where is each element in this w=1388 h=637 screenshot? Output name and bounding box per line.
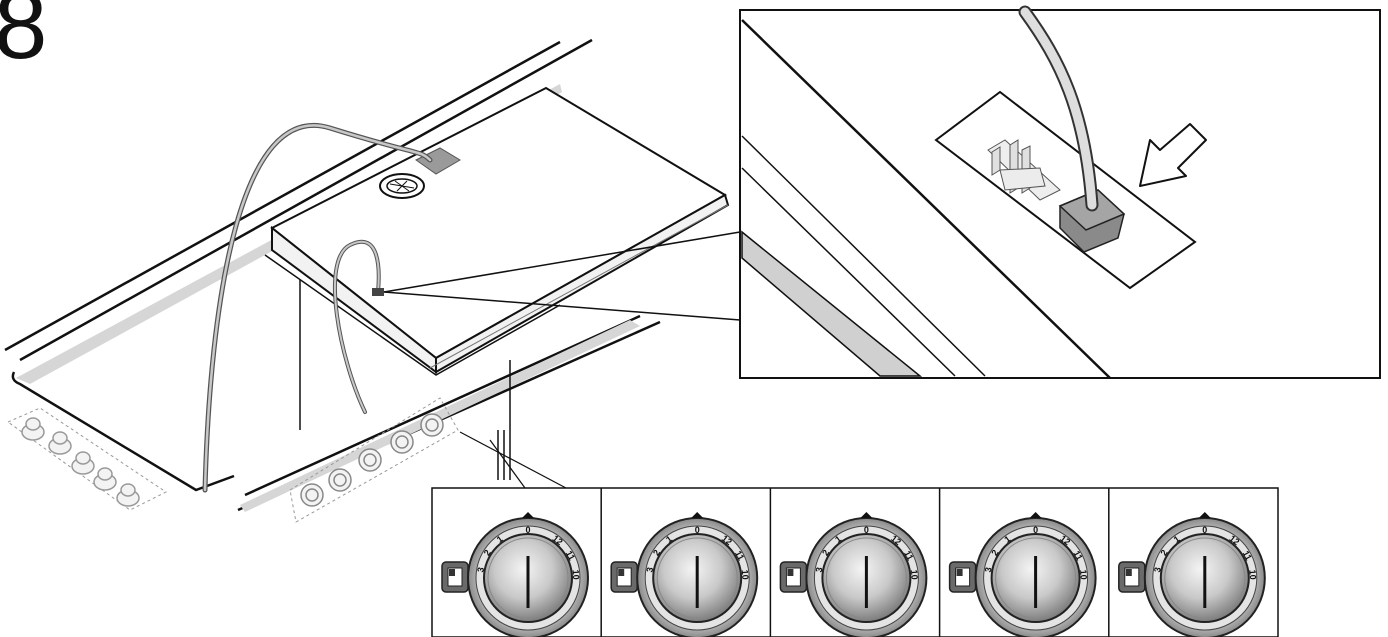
knob-indicator-tab <box>948 561 977 593</box>
knob-scale-label: 12 <box>889 533 903 547</box>
cutout-interior <box>299 280 511 480</box>
connector-small <box>372 288 384 296</box>
cooktop <box>264 86 730 376</box>
knob-group-faded-left <box>6 407 167 511</box>
knob-scale-label: 2 <box>1159 548 1170 558</box>
knob-scale-label: 0 <box>695 525 700 535</box>
knob-callout-lines <box>459 431 567 489</box>
knob-scale-label: 11 <box>733 549 746 562</box>
knob-group-front <box>289 397 459 523</box>
step-number: 8 <box>0 0 48 79</box>
knob-scale-label: 12 <box>1058 533 1072 547</box>
knob-indicator-tab <box>779 561 808 593</box>
knob-scale-label: 3 <box>645 566 656 573</box>
knob-scale-label: 0 <box>525 525 530 535</box>
knob-scale-label: 3 <box>814 566 825 573</box>
knob-scale-label: 12 <box>551 533 565 547</box>
knob-scale-label: 1 <box>1002 534 1012 545</box>
knob-scale-label: 3 <box>983 566 994 573</box>
knob-scale-label: 10 <box>909 569 920 580</box>
knob-scale-label: 2 <box>820 548 831 558</box>
knob-scale-label: 3 <box>475 566 486 573</box>
knob-scale-label: 3 <box>1152 566 1163 573</box>
knob-scale-label: 2 <box>482 548 493 558</box>
knob-scale-label: 0 <box>864 525 869 535</box>
knob-scale-label: 12 <box>720 533 734 547</box>
knob-indicator-tab <box>610 561 638 593</box>
knob-scale-label: 11 <box>1241 549 1254 562</box>
knob-scale-label: 10 <box>1247 569 1258 580</box>
knob-indicator-tab <box>1118 561 1146 593</box>
knob-scale-label: 2 <box>651 548 662 558</box>
knob-scale-label: 2 <box>989 548 1000 558</box>
knob-scale-label: 0 <box>1033 525 1038 535</box>
brand-seal-icon <box>379 173 425 199</box>
detail-callout-lines <box>383 231 741 321</box>
knob-scale-label: 1 <box>833 534 843 545</box>
detail-inset <box>739 5 1381 379</box>
knob-scale-label: 11 <box>902 549 915 562</box>
knob-scale-label: 10 <box>740 569 751 580</box>
knob-scale-label: 1 <box>1172 534 1182 545</box>
knob-scale-label: 1 <box>495 534 505 545</box>
knob-indicator-tab <box>441 561 469 593</box>
knob-scale-label: 11 <box>1071 549 1084 562</box>
knob-scale-label: 12 <box>1227 533 1241 547</box>
knob-scale-label: 11 <box>564 549 577 562</box>
knob-scale-label: 10 <box>1078 569 1089 580</box>
knob-scale-label: 10 <box>571 569 582 580</box>
knob-scale-label: 1 <box>664 534 674 545</box>
knob-scale-label: 0 <box>1202 525 1207 535</box>
arrow-pointing-to-connector-icon <box>1139 123 1207 187</box>
